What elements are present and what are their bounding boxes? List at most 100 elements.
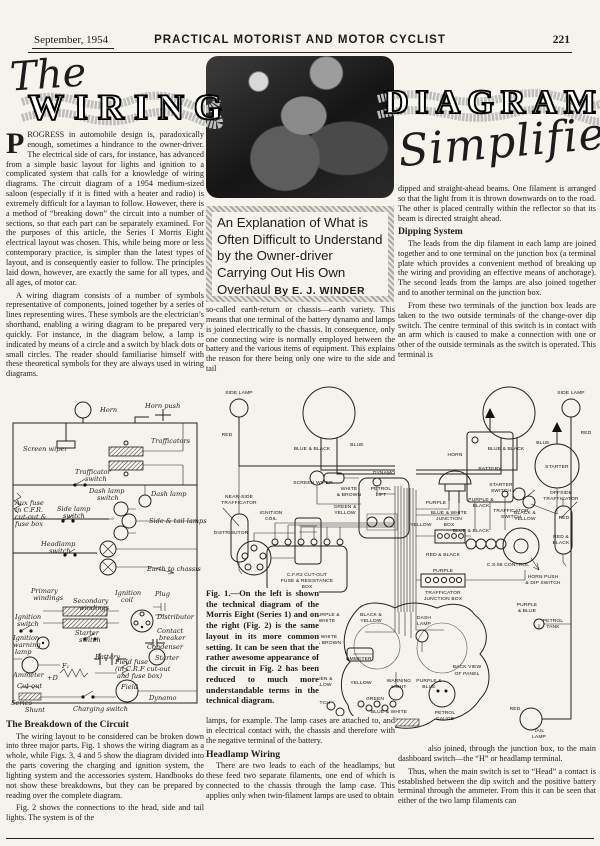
diagram-label: Screen wiper xyxy=(23,445,68,453)
title-wiring: WIRING xyxy=(27,86,233,128)
diagram-label: Secondary xyxy=(73,597,109,605)
diagram-label: IGNITION xyxy=(260,510,283,516)
diagram-label: in C.F.R. xyxy=(15,506,43,514)
diagram-label: lamp xyxy=(15,648,32,656)
diagram-label: SIDE LAMP xyxy=(225,390,252,396)
diagram-label: AMMETER xyxy=(346,656,372,662)
diagram-label: switch xyxy=(97,494,119,502)
diagram-label: Field xyxy=(120,683,138,691)
title-diagram: DIAGRAM xyxy=(383,83,600,122)
diagram-label: STARTER xyxy=(489,482,513,488)
diagram-label: BLACK & xyxy=(514,510,536,516)
engine-work-photo xyxy=(206,56,394,198)
diagram-label: PETROL xyxy=(371,486,392,492)
magazine-title: PRACTICAL MOTORIST AND MOTOR CYCLIST xyxy=(154,34,446,46)
diagram-label: SWITCH xyxy=(501,514,522,520)
diagram-label: RED xyxy=(222,432,233,438)
diagram-label: Series xyxy=(11,699,33,707)
diagram-label: WARNING xyxy=(387,678,412,684)
diagram-label: Plug xyxy=(154,590,170,598)
diagram-label: PURPLE xyxy=(517,602,538,608)
page-number: 221 xyxy=(552,34,570,46)
diagram-label: GREEN & xyxy=(309,676,333,682)
byline: By E. J. WINDER xyxy=(274,284,366,297)
diagram-label: Ammeter xyxy=(12,671,45,679)
paragraph: also joined, through the junction box, t… xyxy=(398,744,596,763)
diagram-label: Contact xyxy=(157,627,184,635)
diagram-label: switch xyxy=(85,475,107,483)
diagram-label: BLUE & WHITE xyxy=(431,510,468,516)
diagram-label: Condenser xyxy=(147,643,184,651)
diagram-label: RED & BLACK xyxy=(426,552,461,558)
diagram-label: Starter xyxy=(155,654,180,662)
diagram-label: LIGHT xyxy=(391,684,406,690)
diagram-label: switch xyxy=(63,512,85,520)
diagram-label: RED xyxy=(510,706,521,712)
bottom-rule xyxy=(6,838,594,839)
diagram-label: PURPLE xyxy=(433,568,454,574)
diagram-label: & DIP SWITCH xyxy=(525,580,560,586)
diagram-label: windings xyxy=(79,604,110,612)
diagram-label: RED xyxy=(559,515,570,521)
middle-column: so-called earth-return or chassis—earth … xyxy=(206,305,395,377)
diagram-label: LAMP xyxy=(532,734,546,740)
diagram-label: switch xyxy=(49,547,71,555)
diagram-label: windings xyxy=(33,594,64,602)
bottom-middle-column: lamps, for example. The lamp cases are a… xyxy=(206,716,395,804)
paragraph: so-called earth-return or chassis—earth … xyxy=(206,305,395,374)
diagram-label: YELLOW xyxy=(350,680,372,686)
diagram-label: Field fuse xyxy=(114,658,148,666)
diagram-label: BLUE & BLACK xyxy=(453,528,490,534)
diagram-label: TRAFFICATOR xyxy=(425,590,461,596)
paragraph: The leads from the dip filament in each … xyxy=(398,238,596,298)
diagram-label: BLUE xyxy=(422,684,436,690)
diagram-label: Trafficator xyxy=(75,468,112,476)
diagram-label: (in C.R.F cut-out xyxy=(115,665,171,673)
diagram-label: PURPLE & xyxy=(468,497,494,503)
diagram-label: Cut-out xyxy=(17,682,42,690)
diagram-label: and fuse box) xyxy=(117,672,162,680)
issue-date: September, 1954 xyxy=(32,34,115,49)
diagram-label: DISTRIBUTOR xyxy=(214,530,249,536)
right-column: dipped and straight-ahead beams. One fil… xyxy=(398,184,596,363)
diagram-label: BOX xyxy=(444,522,455,528)
diagram-label: SCREEN WIPER xyxy=(293,480,333,486)
diagram-label: Dash lamp xyxy=(88,487,125,495)
title-diagram-wrap: DIAGRAM xyxy=(376,83,600,130)
diagram-label: TANK xyxy=(546,624,560,630)
diagram-label: Horn push xyxy=(144,402,180,410)
diagram-label: BLACK xyxy=(473,503,490,509)
diagram-label: F₁ xyxy=(61,662,69,670)
diagram-label: & BLUE xyxy=(518,608,537,614)
title-wiring-wrap: WIRING xyxy=(20,86,224,132)
diagram-label: Ignition xyxy=(114,589,141,597)
diagram-label: Shunt xyxy=(25,706,45,714)
diagram-label: BLUE & WHITE xyxy=(371,709,408,715)
paragraph: Thus, when the main switch is set to “He… xyxy=(398,766,596,806)
diagram-label: breaker xyxy=(159,634,186,642)
diagram-label: Side lamp xyxy=(57,505,91,513)
diagram-label: +D xyxy=(47,674,59,682)
diagram-label: YELLOW xyxy=(310,682,332,688)
diagram-label: DASH xyxy=(417,615,432,621)
diagram-label: YELLOW xyxy=(360,618,382,624)
figure-caption: Fig. 1.—On the left is shown the technic… xyxy=(206,588,319,707)
diagram-label: switch xyxy=(79,636,101,644)
diagram-label: TRAFFICATOR xyxy=(543,496,579,502)
diagram-label: Dash lamp xyxy=(150,490,187,498)
paragraph: From these two terminals of the junction… xyxy=(398,300,596,360)
section-heading-dipping-system: Dipping System xyxy=(398,226,463,238)
diagram-label: GREEN & xyxy=(333,504,357,510)
diagram-label: BLACK & xyxy=(360,612,382,618)
diagram-label: WHITE xyxy=(321,634,338,640)
diagram-label: HORN PUSH xyxy=(528,574,559,580)
diagram-label: PETROL xyxy=(543,618,564,624)
diagram-label: Side & tail lamps xyxy=(149,517,207,525)
wave-band-decoration xyxy=(376,89,600,126)
paragraph: There are two leads to each of the headl… xyxy=(206,761,395,800)
diagram-label: switch xyxy=(17,620,39,628)
diagram-label: PETROL xyxy=(435,710,456,716)
